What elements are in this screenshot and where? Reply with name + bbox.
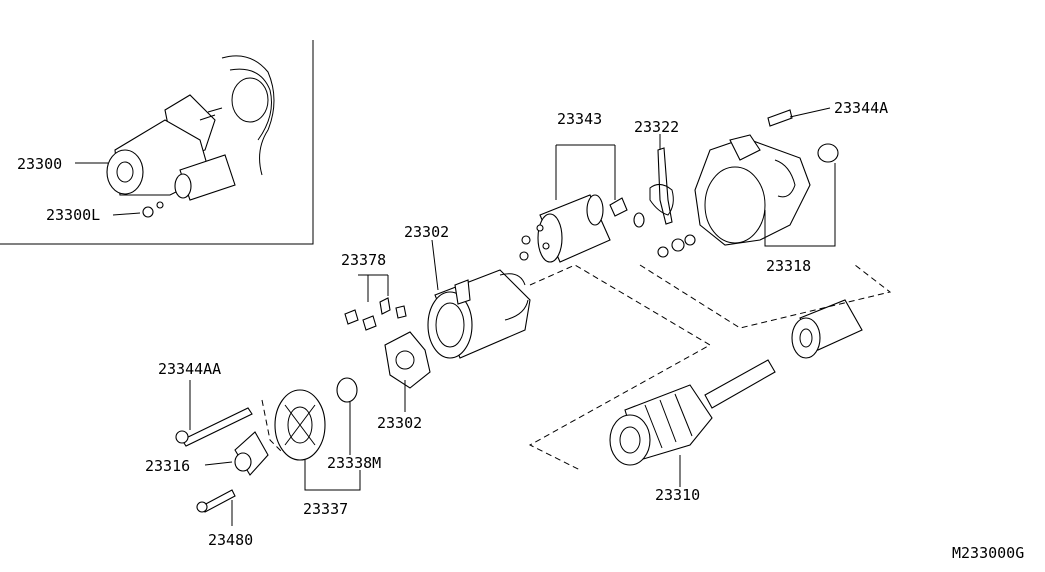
label-23378: 23378 <box>341 251 386 269</box>
diagram-code: M233000G <box>952 544 1024 562</box>
brush-plate-drawing <box>384 331 431 389</box>
label-23343: 23343 <box>557 110 602 128</box>
assembly-guide-line <box>261 399 283 453</box>
inset-frame <box>0 40 314 245</box>
label-23316: 23316 <box>145 457 190 475</box>
bracket-drawing <box>234 431 269 476</box>
label-23344aa: 23344AA <box>158 360 221 378</box>
label-23344a: 23344A <box>834 99 888 117</box>
pinion-gear-drawing <box>791 299 863 359</box>
through-bolt-drawing <box>175 407 253 447</box>
shift-lever-drawing <box>649 147 696 258</box>
label-23337: 23337 <box>303 500 348 518</box>
starter-assembly-drawing <box>106 55 275 218</box>
gear-case-drawing <box>694 109 839 246</box>
assembly-guide-line <box>639 264 892 329</box>
label-23322: 23322 <box>634 118 679 136</box>
armature-drawing <box>609 359 776 466</box>
leader-lines <box>75 107 836 526</box>
label-23300: 23300 <box>17 155 62 173</box>
label-23300l: 23300L <box>46 206 100 224</box>
assembly-guide-line <box>528 264 712 471</box>
label-23480: 23480 <box>208 531 253 549</box>
solenoid-drawing <box>519 194 645 263</box>
brush-set-drawing <box>344 297 407 331</box>
label-23310: 23310 <box>655 486 700 504</box>
screw-drawing <box>196 489 236 513</box>
label-23302-top: 23302 <box>404 223 449 241</box>
rear-cover-drawing <box>274 377 358 461</box>
label-23338m: 23338M <box>327 454 381 472</box>
label-23302-bottom: 23302 <box>377 414 422 432</box>
label-23318: 23318 <box>766 257 811 275</box>
yoke-drawing <box>427 269 531 359</box>
